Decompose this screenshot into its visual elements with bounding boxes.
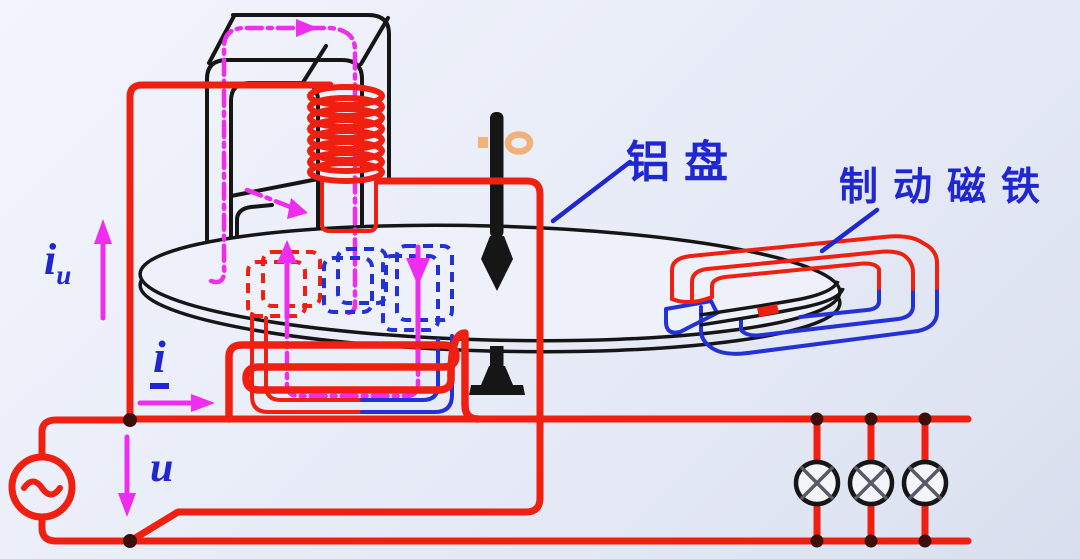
junction-dot	[123, 413, 137, 427]
shaft-flare-lower	[481, 366, 513, 385]
wire-voltage-coil-return	[128, 177, 544, 544]
current-coil-turns	[225, 341, 460, 423]
core-depth-edge-right	[359, 16, 390, 66]
worm-gear-ring-icon	[504, 131, 534, 155]
junction-dot	[864, 534, 878, 548]
magnet-lower-tip	[664, 299, 719, 335]
magnet-upper-outer	[670, 234, 939, 301]
core-inner-red	[264, 316, 364, 402]
current-flux-up-arrowhead	[277, 240, 297, 263]
coil-turn	[307, 106, 385, 130]
disc-edge-in-gap-top	[699, 280, 840, 317]
voltage-flux-path	[208, 19, 358, 316]
shaft-lower	[490, 346, 504, 368]
lamp-cross	[800, 466, 834, 500]
coil-turn	[307, 84, 385, 108]
core-inner-blue	[360, 338, 440, 402]
magnet-upper-inner2	[710, 261, 881, 299]
ac-source-circle	[8, 453, 76, 521]
right-pole-back	[395, 244, 454, 322]
coil-turn	[307, 160, 385, 184]
quantity-arrows	[94, 219, 215, 517]
disc-spindle	[469, 112, 534, 395]
lamp-cross	[854, 466, 888, 500]
disc-edge-in-gap-bottom	[699, 287, 845, 327]
core-foot	[235, 203, 274, 253]
u-arrow-head	[118, 493, 136, 517]
voltage-coil	[307, 84, 385, 233]
voltage-coil-current-label: iu	[44, 234, 71, 288]
magnet-lower-outer	[699, 286, 939, 356]
core-front-outline	[205, 58, 364, 255]
aluminum-disc-leader	[550, 159, 633, 224]
magnet-tip-bottom-edge	[670, 295, 714, 304]
coil-turn	[307, 128, 385, 152]
current-electromagnet-core	[250, 312, 454, 414]
junction-dot	[918, 412, 932, 426]
current-flux-down-arrowhead	[406, 258, 430, 286]
magnet-lower-inner2	[798, 286, 881, 319]
iu-subscript: u	[56, 259, 72, 290]
junction-dot	[123, 534, 137, 548]
ac-source	[8, 453, 76, 521]
core-window-depth-edge	[300, 44, 328, 86]
core-window-outline	[229, 81, 320, 253]
current-coil-exit	[447, 329, 482, 423]
junction-dot	[864, 412, 878, 426]
circuit-wiring	[38, 81, 972, 545]
line-current-label: i	[150, 330, 169, 389]
coil-turn	[307, 150, 385, 174]
core-outer-red	[250, 312, 364, 414]
braking-magnet	[664, 234, 939, 356]
core-window-shelf	[229, 177, 320, 198]
coil-turn	[307, 117, 385, 141]
wire-voltage-coil-feed	[126, 81, 334, 423]
core-back-top-edge	[231, 13, 391, 90]
iu-arrow-head	[94, 219, 112, 244]
disc-position-mark	[757, 304, 779, 317]
shaft-upper	[490, 112, 504, 238]
current-electromagnet-poles	[246, 244, 454, 332]
magnet-lower-inner	[739, 287, 915, 338]
voltage-flux-line	[208, 25, 358, 316]
leakage-flux-arrowhead	[287, 198, 308, 219]
junction-dots	[123, 412, 932, 548]
lamp-cross	[908, 466, 942, 500]
wire-source-top	[38, 416, 132, 461]
coil-turn	[307, 95, 385, 119]
leakage-flux-line	[244, 187, 296, 211]
ac-tilde-icon	[21, 478, 63, 498]
lamp-load-group	[793, 459, 949, 507]
shaft-base	[469, 385, 525, 395]
junction-dot	[918, 534, 932, 548]
middle-pole-front	[322, 256, 374, 314]
label-leaders	[550, 159, 880, 254]
shaft-flare-upper	[481, 236, 513, 259]
voltage-pole-outline	[320, 180, 378, 233]
middle-pole-back	[336, 247, 388, 305]
wire-bottom-bus	[38, 513, 972, 545]
core-depth-edge-left	[207, 14, 236, 65]
aluminum-disc-label: 铝盘	[626, 138, 742, 187]
junction-dot	[810, 534, 824, 548]
shaft-tip	[481, 259, 513, 291]
right-pole-front	[381, 254, 440, 332]
magnet-upper-inner	[690, 249, 915, 301]
voltage-flux-arrowhead	[296, 19, 318, 37]
iu-base: i	[44, 235, 57, 284]
core-outer-blue	[360, 334, 454, 414]
junction-dot	[810, 412, 824, 426]
gear-nub-icon	[478, 137, 488, 148]
left-pole-front	[246, 260, 307, 318]
i-arrow-head	[191, 394, 215, 412]
braking-magnet-label: 制动磁铁	[839, 166, 1056, 209]
supply-voltage-label: u	[150, 445, 174, 491]
braking-magnet-leader	[819, 207, 880, 254]
